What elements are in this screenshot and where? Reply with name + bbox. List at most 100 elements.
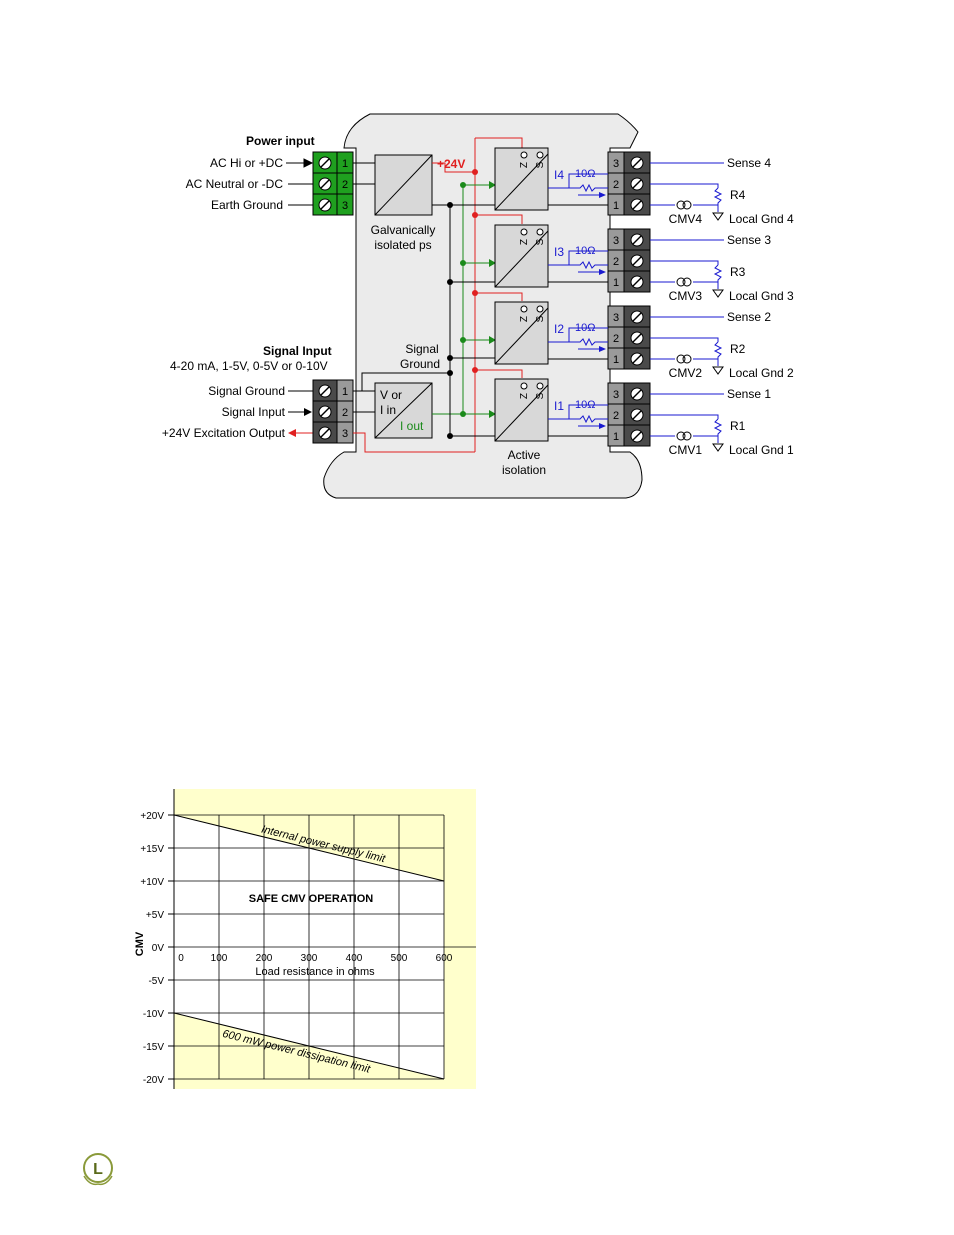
external-wiring bbox=[650, 393, 724, 443]
output-pin-3: 3 bbox=[613, 312, 619, 324]
s-terminal-icon bbox=[536, 228, 544, 236]
red-junctions bbox=[472, 169, 478, 373]
ground-icon bbox=[712, 443, 724, 452]
green-arrows bbox=[460, 181, 496, 418]
x-tick-label: 100 bbox=[211, 953, 228, 964]
power-input-title: Power input bbox=[246, 134, 315, 148]
output-pin-2: 2 bbox=[613, 410, 619, 422]
resistor-10-ohm-label: 10Ω bbox=[575, 168, 595, 180]
power-to-ps-wires bbox=[353, 162, 375, 185]
load-resistor-label: R1 bbox=[730, 419, 746, 433]
y-tick-label: +5V bbox=[146, 910, 164, 921]
external-wiring bbox=[650, 316, 724, 366]
s-letter: S bbox=[535, 315, 546, 322]
current-label: I1 bbox=[554, 399, 564, 413]
output-pin-2: 2 bbox=[613, 333, 619, 345]
sense-label: Sense 1 bbox=[727, 387, 771, 401]
z-letter: Z bbox=[519, 239, 530, 245]
galvanic-ps-block: Galvanically isolated ps bbox=[371, 154, 436, 252]
z-letter: Z bbox=[519, 393, 530, 399]
power-terminal-block: 1 2 3 bbox=[312, 151, 354, 216]
y-tick-label: -20V bbox=[143, 1075, 164, 1086]
y-tick-label: 0V bbox=[152, 943, 165, 954]
load-resistor-label: R3 bbox=[730, 265, 746, 279]
converter-v-or: V or bbox=[380, 388, 402, 402]
power-pin-3: 3 bbox=[342, 200, 348, 212]
wiring-diagram: Power input AC Hi or +DC AC Neutral or -… bbox=[162, 113, 794, 499]
output-terminal-block: 3 2 1 bbox=[607, 305, 651, 370]
chart-y-axis-label: CMV bbox=[134, 931, 146, 956]
power-pin-1: 1 bbox=[342, 158, 348, 170]
x-tick-label: 200 bbox=[256, 953, 273, 964]
x-tick-label: 400 bbox=[346, 953, 363, 964]
z-terminal-icon bbox=[520, 305, 528, 313]
signal-line-3-label: +24V Excitation Output bbox=[162, 426, 286, 440]
x-tick-label: 300 bbox=[301, 953, 318, 964]
output-pin-1: 1 bbox=[613, 354, 619, 366]
chart-x-axis-label: Load resistance in ohms bbox=[255, 966, 375, 978]
output-pin-2: 2 bbox=[613, 256, 619, 268]
y-tick-label: +20V bbox=[140, 811, 164, 822]
x-tick-label: 600 bbox=[436, 953, 453, 964]
output-pin-2: 2 bbox=[613, 179, 619, 191]
load-resistor-label: R4 bbox=[730, 188, 746, 202]
chart-x-ticks: 0 100 200 300 400 500 600 bbox=[178, 953, 453, 964]
active-isolation-label-1: Active bbox=[508, 448, 541, 462]
converter-block: V or I in I out bbox=[374, 382, 433, 439]
s-terminal-icon bbox=[536, 151, 544, 159]
plus-24v-label: +24V bbox=[437, 157, 465, 171]
signal-pin-1: 1 bbox=[342, 386, 348, 398]
output-pin-3: 3 bbox=[613, 235, 619, 247]
x-tick-label: 0 bbox=[178, 953, 184, 964]
chart-grid bbox=[173, 789, 476, 1089]
power-line-1-label: AC Hi or +DC bbox=[210, 156, 283, 170]
signal-input-title: Signal Input bbox=[263, 344, 332, 358]
y-tick-label: -15V bbox=[143, 1042, 164, 1053]
isolation-diagonal bbox=[494, 230, 549, 288]
company-logo: L bbox=[83, 1153, 113, 1186]
current-label: I2 bbox=[554, 322, 564, 336]
signal-input-ranges: 4-20 mA, 1-5V, 0-5V or 0-10V bbox=[170, 359, 328, 373]
cmv-label: CMV2 bbox=[669, 366, 703, 380]
chart-safe-label: SAFE CMV OPERATION bbox=[249, 893, 374, 905]
isolation-diagonal bbox=[494, 307, 549, 365]
isolation-diagonal bbox=[494, 384, 549, 442]
current-label: I3 bbox=[554, 245, 564, 259]
output-pin-1: 1 bbox=[613, 277, 619, 289]
active-isolation-label-2: isolation bbox=[502, 463, 546, 477]
z-letter: Z bbox=[519, 162, 530, 168]
z-letter: Z bbox=[519, 316, 530, 322]
cmv-label: CMV4 bbox=[669, 212, 703, 226]
signal-pin-3: 3 bbox=[342, 428, 348, 440]
power-line-2-label: AC Neutral or -DC bbox=[186, 177, 284, 191]
signal-ground-label-1: Signal bbox=[405, 342, 438, 356]
cmv-label: CMV3 bbox=[669, 289, 703, 303]
signal-ground-label-2: Ground bbox=[400, 357, 440, 371]
sense-label: Sense 2 bbox=[727, 310, 771, 324]
current-loop bbox=[548, 327, 608, 350]
output-terminal-block: 3 2 1 bbox=[607, 382, 651, 447]
current-loop bbox=[548, 404, 608, 427]
z-terminal-icon bbox=[520, 151, 528, 159]
output-pin-1: 1 bbox=[613, 431, 619, 443]
local-gnd-label: Local Gnd 2 bbox=[729, 366, 794, 380]
local-gnd-label: Local Gnd 3 bbox=[729, 289, 794, 303]
sense-label: Sense 4 bbox=[727, 156, 771, 170]
output-pin-3: 3 bbox=[613, 389, 619, 401]
y-tick-label: +10V bbox=[140, 877, 164, 888]
external-wiring bbox=[650, 239, 724, 289]
z-terminal-icon bbox=[520, 382, 528, 390]
output-terminal-block: 3 2 1 bbox=[607, 228, 651, 293]
galvanic-ps-label-1: Galvanically bbox=[371, 223, 436, 237]
ground-icon bbox=[712, 366, 724, 375]
y-tick-label: -5V bbox=[148, 976, 164, 987]
s-letter: S bbox=[535, 238, 546, 245]
s-letter: S bbox=[535, 161, 546, 168]
s-terminal-icon bbox=[536, 305, 544, 313]
sense-label: Sense 3 bbox=[727, 233, 771, 247]
black-junctions bbox=[447, 202, 453, 439]
z-terminal-icon bbox=[520, 228, 528, 236]
x-tick-label: 500 bbox=[391, 953, 408, 964]
